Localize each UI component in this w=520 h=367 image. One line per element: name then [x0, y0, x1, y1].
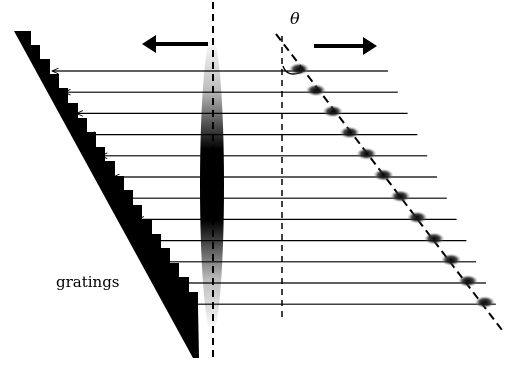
focal-spot-5 [356, 147, 377, 160]
arrow-right-head [363, 37, 377, 55]
arrow-left-head [142, 35, 156, 53]
spots-group [289, 63, 495, 309]
tilted-line [275, 33, 503, 331]
focal-spot-3 [322, 105, 343, 118]
focal-spot-10 [441, 253, 462, 266]
focal-spot-1 [289, 63, 309, 75]
focal-spot-4 [339, 126, 360, 139]
focal-spot-2 [305, 84, 326, 97]
focal-spot-11 [458, 275, 478, 287]
focal-spot-7 [390, 190, 411, 203]
focal-spot-8 [407, 211, 428, 224]
grating-staircase [14, 31, 199, 358]
gratings-label: gratings [56, 273, 120, 291]
focal-spot-6 [373, 169, 394, 181]
focal-spot-9 [424, 232, 445, 245]
focal-spot-12 [474, 296, 495, 309]
theta-label: θ [290, 9, 300, 28]
